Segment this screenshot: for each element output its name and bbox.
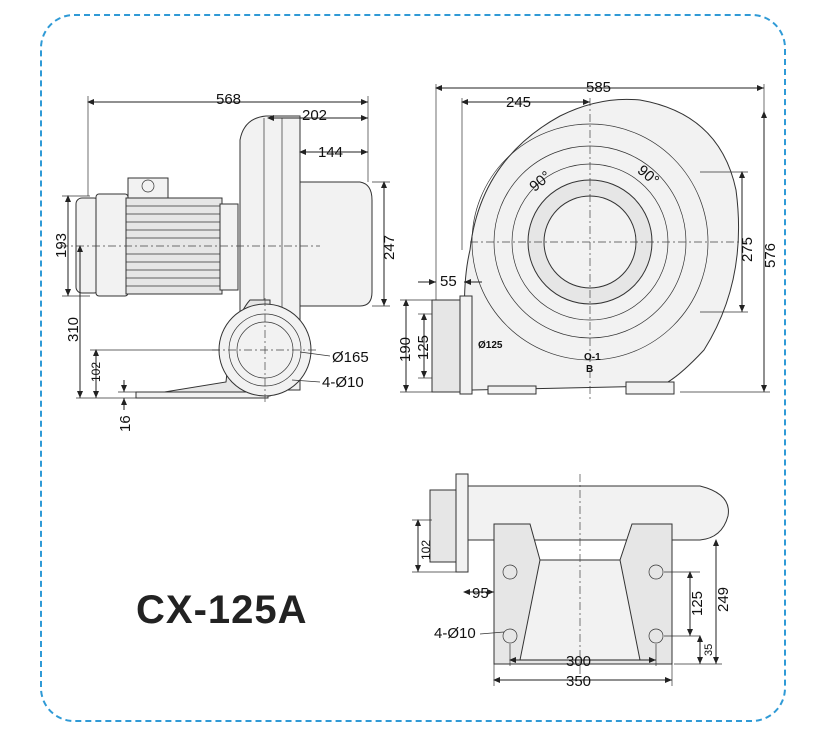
front-view: 90° 90° Ø125 O-1 B 585 245 55 275 576 19… [397,79,779,400]
dim-144: 144 [318,144,343,161]
label-side-bolts: 4-Ø10 [322,374,364,391]
terminal-box [127,177,169,199]
dim-125-front: 125 [415,335,432,360]
terminal-screw [141,179,155,193]
dim-35: 35 [703,644,715,656]
motor-flange [219,203,239,291]
dim-568: 568 [216,91,241,108]
dim-310: 310 [65,317,82,342]
dim-95: 95 [472,585,489,602]
dim-300: 300 [566,653,591,670]
dim-275: 275 [739,237,756,262]
label-bottom-bolts: 4-Ø10 [434,625,476,642]
dim-193: 193 [53,233,70,258]
motor-fin-lines [126,205,222,287]
motor-body-rear [95,193,129,297]
dim-202: 202 [302,107,327,124]
rotation-mark: O-1 [584,352,601,363]
dim-350: 350 [566,673,591,690]
dim-102-side: 102 [89,362,103,382]
dim-247: 247 [381,235,398,260]
side-view: 568 202 144 247 193 310 102 16 Ø165 [53,91,398,432]
dim-190: 190 [397,337,414,362]
dim-55: 55 [440,273,457,290]
dashed-frame [40,14,786,722]
dim-16: 16 [117,415,134,432]
bolt-hole-bl [502,628,518,644]
rotation-mark-b: B [586,364,593,375]
model-name: CX-125A [136,588,308,632]
dim-125-bottom: 125 [689,591,706,616]
dim-249: 249 [715,587,732,612]
dim-585: 585 [586,79,611,96]
label-inlet-diameter: Ø165 [332,349,369,366]
bolt-hole-tr [648,564,664,580]
bottom-flange [455,473,469,573]
bolt-hole-br [648,628,664,644]
front-foot-right [625,381,675,395]
bottom-view: 102 95 125 249 35 300 350 4-Ø10 [412,473,732,690]
front-foot-left [487,385,537,395]
outlet-housing [299,181,373,307]
bolt-hole-tl [502,564,518,580]
dim-576: 576 [762,243,779,268]
outlet-size-label: Ø125 [478,340,503,351]
dim-102-bottom: 102 [419,540,433,560]
dim-245: 245 [506,94,531,111]
